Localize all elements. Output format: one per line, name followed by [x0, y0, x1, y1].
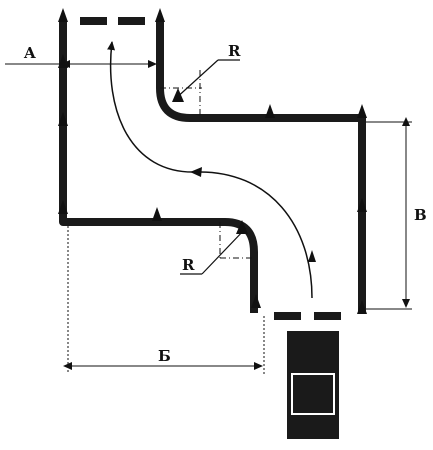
bottom-gate-segment-left [274, 312, 301, 320]
radius-top-construction [160, 70, 202, 118]
radius-construction [160, 59, 254, 275]
dimension-v-label: В [414, 206, 427, 224]
trajectory-arrow-middle [190, 167, 202, 177]
triangle-cone-icon [236, 220, 248, 234]
top-gate-segment-left [80, 17, 107, 25]
trajectory-arrow-lower [308, 250, 316, 262]
trajectory-path [107, 41, 313, 299]
vehicle-window [291, 373, 335, 415]
triangle-cone-icon [357, 300, 367, 314]
triangle-cone-icon [155, 8, 165, 22]
triangle-cone-icon [172, 88, 184, 102]
triangle-cone-icon [251, 294, 261, 308]
triangle-cone-icon [152, 207, 162, 221]
dimension-v [366, 117, 412, 310]
vehicle-icon [287, 331, 339, 439]
triangle-cone-icon [58, 8, 68, 22]
top-gate-segment-right [118, 17, 145, 25]
radius-top-leader [173, 59, 219, 101]
dimension-a-label: A [23, 44, 36, 62]
radius-top-label: R [228, 42, 241, 60]
cones [58, 8, 367, 314]
triangle-cone-icon [357, 198, 367, 212]
triangle-cone-icon [265, 104, 275, 118]
right-boundary-strip [156, 20, 366, 313]
radius-bottom-label: R [182, 256, 195, 274]
dimension-b-label: Б [158, 347, 171, 365]
top-gate [80, 17, 145, 25]
bottom-gate [274, 312, 341, 320]
radius-bottom-leader [201, 227, 247, 275]
triangle-cone-icon [58, 200, 68, 214]
vehicle-body [287, 331, 339, 439]
triangle-cone-icon [58, 112, 68, 126]
dimension-b [63, 226, 265, 374]
bottom-gate-segment-right [314, 312, 341, 320]
trajectory [107, 41, 316, 299]
radius-bottom-construction [219, 222, 254, 259]
triangle-cone-icon [357, 104, 367, 118]
labels: A R В R Б [23, 42, 427, 365]
